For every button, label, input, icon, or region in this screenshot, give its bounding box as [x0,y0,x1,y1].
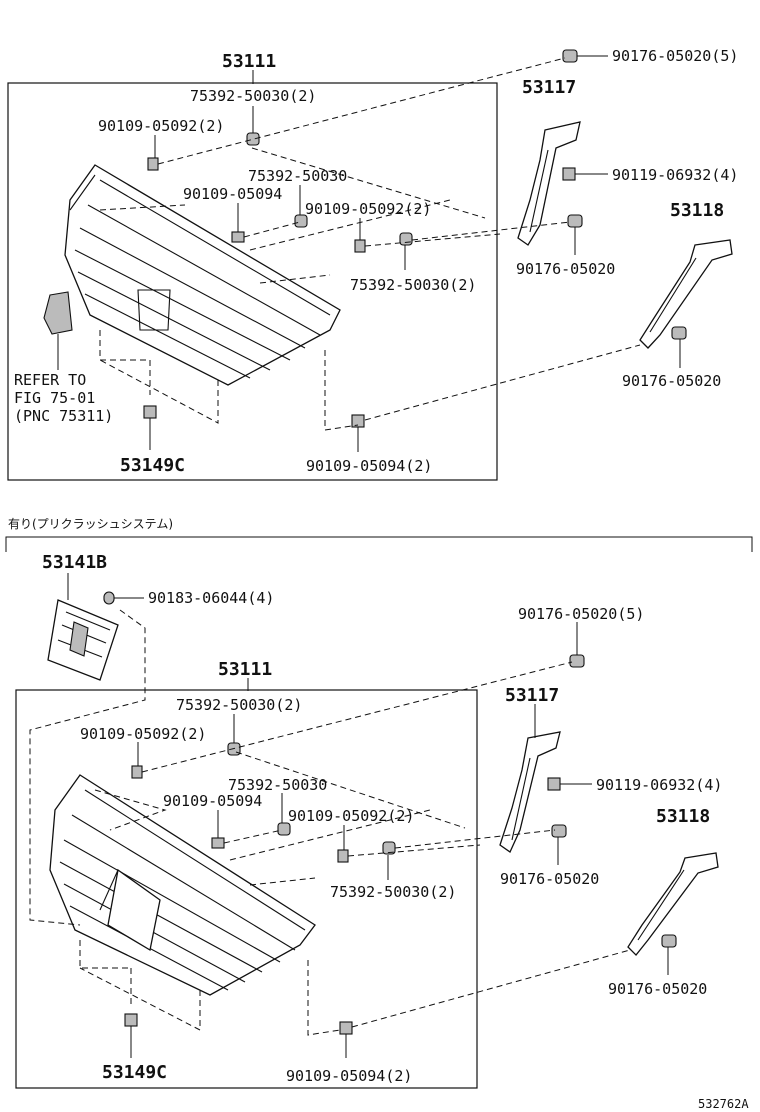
part-label: 90119-06932(4) [612,166,738,184]
bolt-icon [231,231,245,243]
lower-bracket-53118-icon [627,852,719,956]
note-label: REFER TO [14,371,86,389]
clip-icon [337,849,349,863]
part-label: 90109-05092(2) [80,725,206,743]
upper-fasteners [143,49,687,428]
part-number: 53141B [42,552,107,573]
figure-code: 532762A [698,1097,749,1111]
clip-icon [569,654,585,668]
clip-icon [131,765,143,779]
clip-icon [551,824,567,838]
note-label: (PNC 75311) [14,407,113,425]
lower-bracket-53117-icon [499,731,561,853]
nut-icon [124,1013,138,1027]
upper-bracket-53117-icon [517,121,581,246]
part-label: 90109-05092(2) [305,200,431,218]
part-label: 90109-05092(2) [98,117,224,135]
clip-icon [354,239,366,253]
upper-labels: 53111 75392-50030(2) 90109-05092(2) 7539… [14,47,738,476]
upper-bracket-53118-icon [639,239,733,349]
part-label: 75392-50030(2) [350,276,476,294]
upper-emblem-icon [43,291,73,370]
bolt-icon [211,837,225,849]
upper-diagram: 53111 75392-50030(2) 90109-05092(2) 7539… [7,47,738,481]
upper-grille-icon [64,164,341,386]
clip-icon [294,214,308,228]
bolt-icon [562,167,576,181]
nut-icon [143,405,157,419]
part-number: 53118 [656,806,710,827]
part-label: 90109-05094 [163,792,262,810]
part-label: 90176-05020(5) [612,47,738,65]
clip-icon [562,49,578,63]
part-label: 90109-05094(2) [306,457,432,475]
clip-icon [246,132,260,146]
lower-frame [15,689,478,1089]
lower-labels: 53141B 90183-06044(4) 90176-05020(5) 531… [42,552,722,1085]
part-label: 90176-05020 [516,260,615,278]
part-number: 53118 [670,200,724,221]
clip-icon [661,934,677,948]
part-number: 53149C [102,1062,167,1083]
part-label: 90109-05094(2) [286,1067,412,1085]
part-label: 90176-05020 [622,372,721,390]
lower-grille-icon [49,774,316,996]
assembly-number: 53111 [218,659,272,680]
part-label: 90109-05092(2) [288,807,414,825]
washer-icon [103,591,115,605]
part-label: 90176-05020(5) [518,605,644,623]
part-label: 90176-05020 [500,870,599,888]
part-number: 53117 [505,685,559,706]
part-label: 75392-50030 [248,167,347,185]
part-label: 75392-50030(2) [330,883,456,901]
clip-icon [147,157,159,171]
part-label: 90176-05020 [608,980,707,998]
part-number: 53149C [120,455,185,476]
clip-icon [399,232,413,246]
bolt-icon [547,777,561,791]
part-number: 53117 [522,77,576,98]
clip-icon [567,214,583,228]
lower-leaders [114,597,669,1058]
bolt-icon [339,1021,353,1035]
clip-icon [277,822,291,836]
assembly-number: 53111 [222,51,276,72]
part-label: 90119-06932(4) [596,776,722,794]
upper-leaders [149,55,681,452]
clip-icon [671,326,687,340]
part-label: 75392-50030 [228,776,327,794]
lower-diagram: 53141B 90183-06044(4) 90176-05020(5) 531… [15,552,722,1089]
lower-dashed [29,609,631,1036]
part-label: 90109-05094 [183,185,282,203]
part-label: 75392-50030(2) [190,87,316,105]
lower-fasteners [103,591,677,1035]
part-label: 75392-50030(2) [176,696,302,714]
part-label: 90183-06044(4) [148,589,274,607]
note-label: FIG 75-01 [14,389,95,407]
section-header: 有り(プリクラッシュシステム) [5,517,753,552]
upper-dashed [99,57,641,431]
lower-emblem-53141b-icon [47,573,119,681]
section-note: 有り(プリクラッシュシステム) [8,517,173,531]
